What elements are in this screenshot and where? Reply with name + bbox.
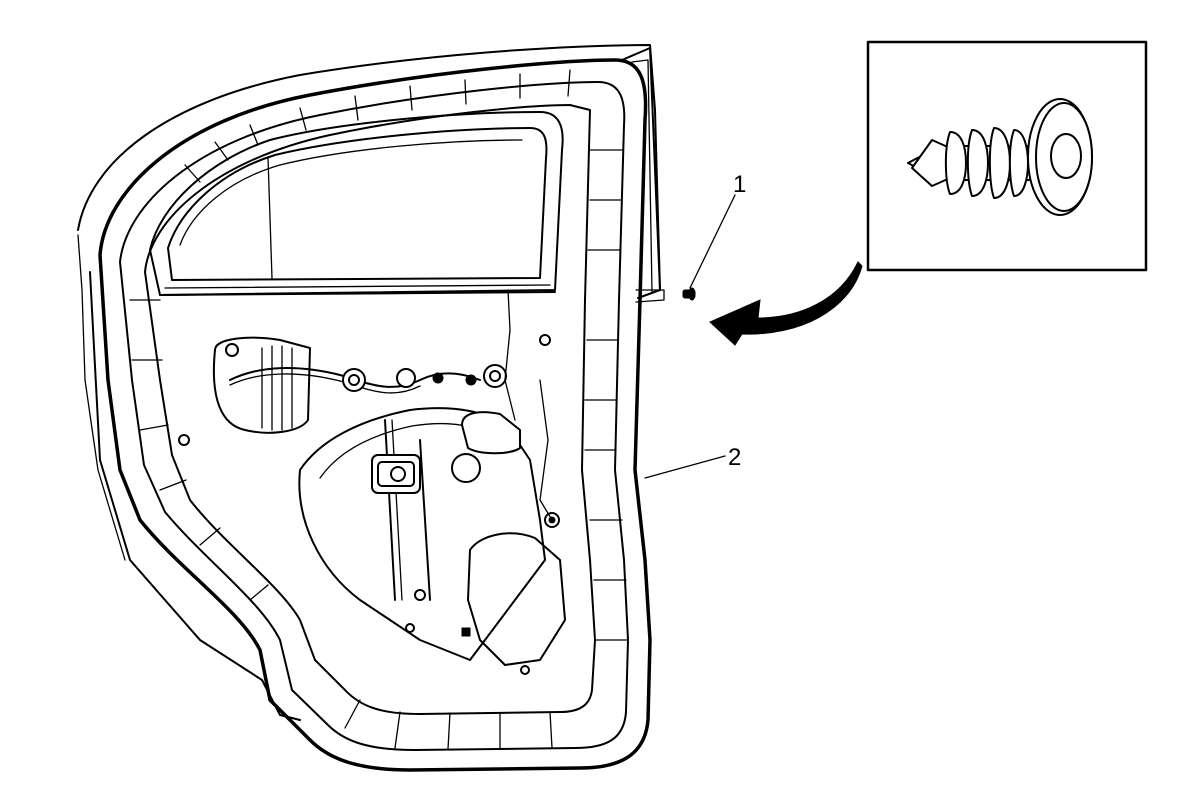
wire-harness-2 (229, 373, 421, 394)
rear-door-assembly (77, 44, 665, 772)
window-frame-outer (149, 111, 564, 296)
speaker-boss (451, 453, 481, 483)
speaker-opening (467, 532, 566, 666)
window-belt-line (159, 291, 556, 296)
callout-1-label: 1 (733, 171, 746, 198)
window-belt-line-2 (164, 284, 551, 289)
door-sash-trim (621, 47, 661, 299)
seal-inner-edge (119, 81, 629, 751)
mirror-patch-bracket (635, 289, 665, 303)
panel-screws (405, 589, 530, 675)
callout-1-leader (689, 194, 736, 289)
inset-detail-box (866, 40, 1148, 272)
seal-ribs-right (584, 149, 629, 641)
regulator-rail-right (419, 439, 431, 601)
left-access-ribs (261, 345, 293, 431)
seal-ribs-top (184, 69, 571, 183)
door-outer-edge-strip-2 (77, 234, 126, 561)
seal-ribs-left (129, 299, 269, 601)
regulator-rail-left (384, 419, 396, 601)
access-hole-left (212, 336, 311, 434)
door-water-deflector-seal (98, 58, 652, 772)
door-outer-edge (77, 44, 661, 291)
window-motor (371, 454, 421, 494)
seal-ribs-bottom (344, 699, 553, 750)
window-run-channel (179, 139, 523, 246)
regulator-rail-left-2 (391, 419, 403, 601)
callout-2-label: 2 (728, 444, 741, 471)
lock-rod (504, 289, 516, 421)
door-sash-trim-inner (631, 59, 653, 293)
push-pin-detail-illustration (907, 98, 1093, 216)
detail-arrow (709, 261, 863, 346)
panel-grommets (178, 334, 560, 528)
inner-panel-contour (144, 104, 596, 715)
latch-reinforcement (539, 379, 553, 521)
window-glass-opening (167, 127, 548, 281)
callout-2-leader (644, 455, 726, 479)
inside-handle-bracket (461, 411, 521, 455)
window-divider (267, 157, 273, 279)
push-pin-retainer (682, 287, 696, 301)
wire-harness (229, 367, 481, 388)
